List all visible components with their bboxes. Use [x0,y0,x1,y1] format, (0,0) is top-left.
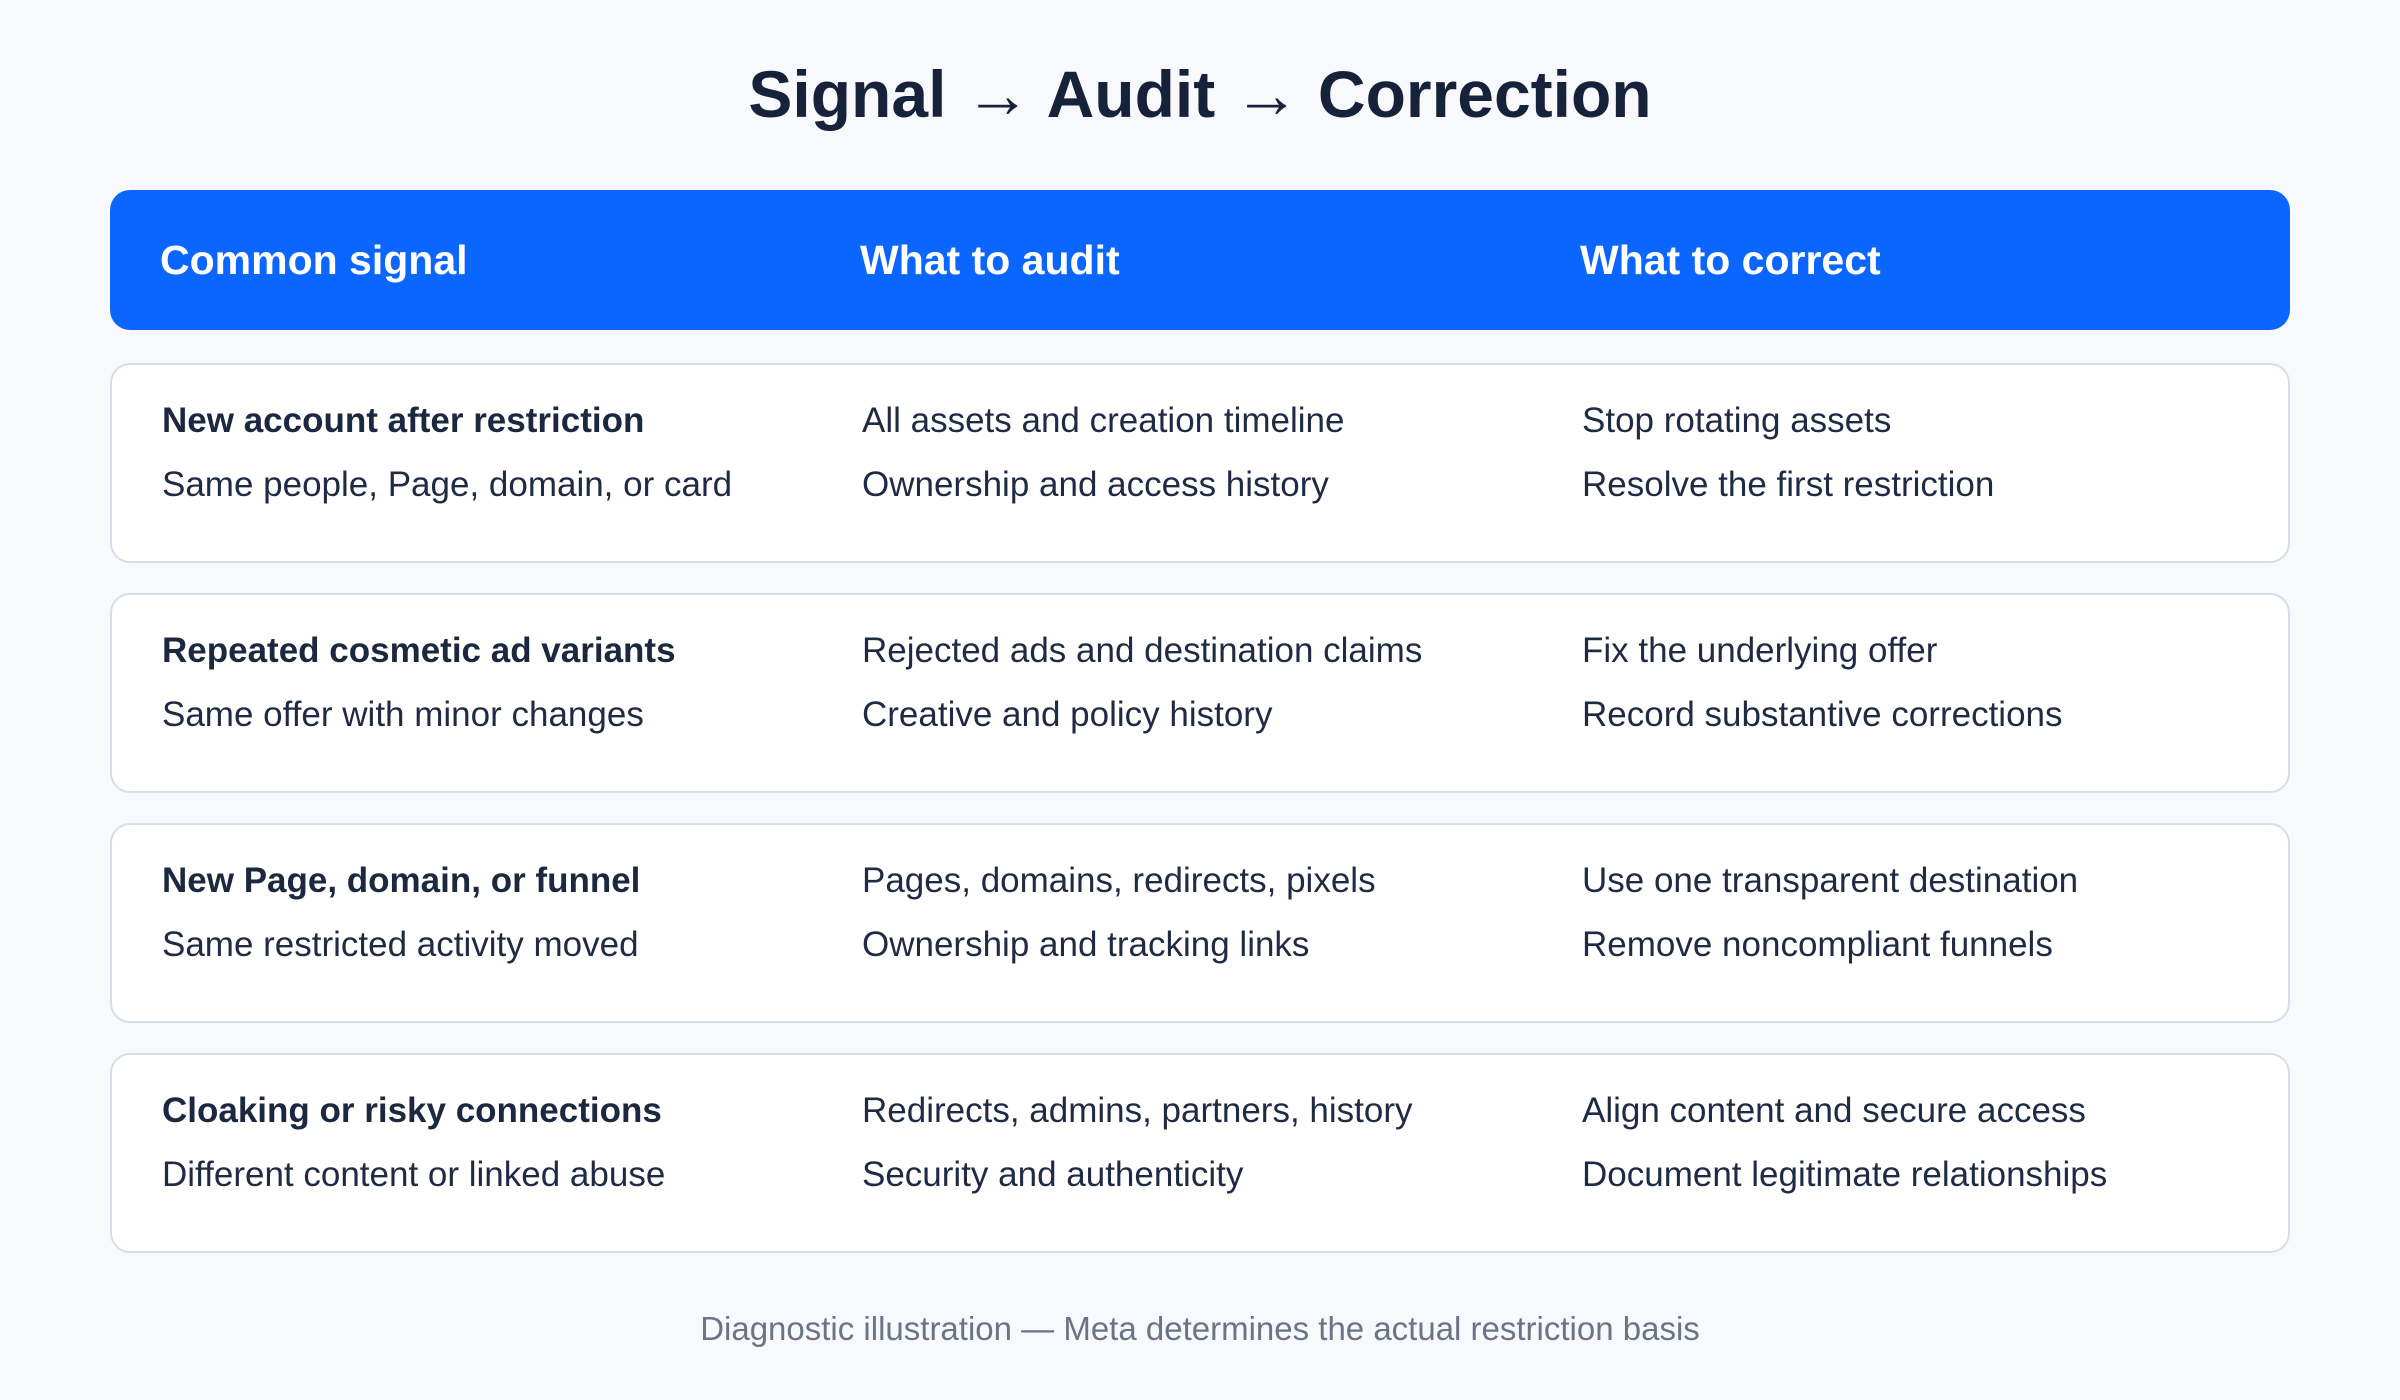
header-what-to-correct: What to correct [1580,237,1881,283]
header-common-signal: Common signal [160,237,468,283]
correction-item: Document legitimate relationships [1582,1155,2108,1194]
table-header: Common signal What to audit What to corr… [110,190,2290,330]
audit-item: All assets and creation timeline [862,401,1345,440]
signal-title: New Page, domain, or funnel [162,861,641,900]
signal-detail: Same restricted activity moved [162,925,639,964]
audit-item: Rejected ads and destination claims [862,631,1423,670]
audit-item: Ownership and tracking links [862,925,1310,964]
table-row: Cloaking or risky connections Different … [110,1053,2290,1253]
signal-title: Repeated cosmetic ad variants [162,631,676,670]
table-row: New account after restriction Same peopl… [110,363,2290,563]
signal-detail: Same people, Page, domain, or card [162,465,733,504]
audit-item: Creative and policy history [862,695,1273,734]
correction-item: Align content and secure access [1582,1091,2086,1130]
correction-item: Use one transparent destination [1582,861,2079,900]
page-title: Signal → Audit → Correction [748,57,1652,131]
footnote: Diagnostic illustration — Meta determine… [700,1310,1700,1347]
signal-title: New account after restriction [162,401,645,440]
correction-item: Record substantive corrections [1582,695,2063,734]
audit-item: Pages, domains, redirects, pixels [862,861,1376,900]
correction-item: Remove noncompliant funnels [1582,925,2053,964]
correction-item: Fix the underlying offer [1582,631,1938,670]
correction-item: Resolve the first restriction [1582,465,1995,504]
signal-title: Cloaking or risky connections [162,1091,662,1130]
header-what-to-audit: What to audit [860,237,1120,283]
signal-detail: Different content or linked abuse [162,1155,666,1194]
audit-item: Security and authenticity [862,1155,1244,1194]
audit-item: Ownership and access history [862,465,1329,504]
audit-item: Redirects, admins, partners, history [862,1091,1413,1130]
table-row: New Page, domain, or funnel Same restric… [110,823,2290,1023]
table-row: Repeated cosmetic ad variants Same offer… [110,593,2290,793]
correction-item: Stop rotating assets [1582,401,1892,440]
signal-detail: Same offer with minor changes [162,695,644,734]
